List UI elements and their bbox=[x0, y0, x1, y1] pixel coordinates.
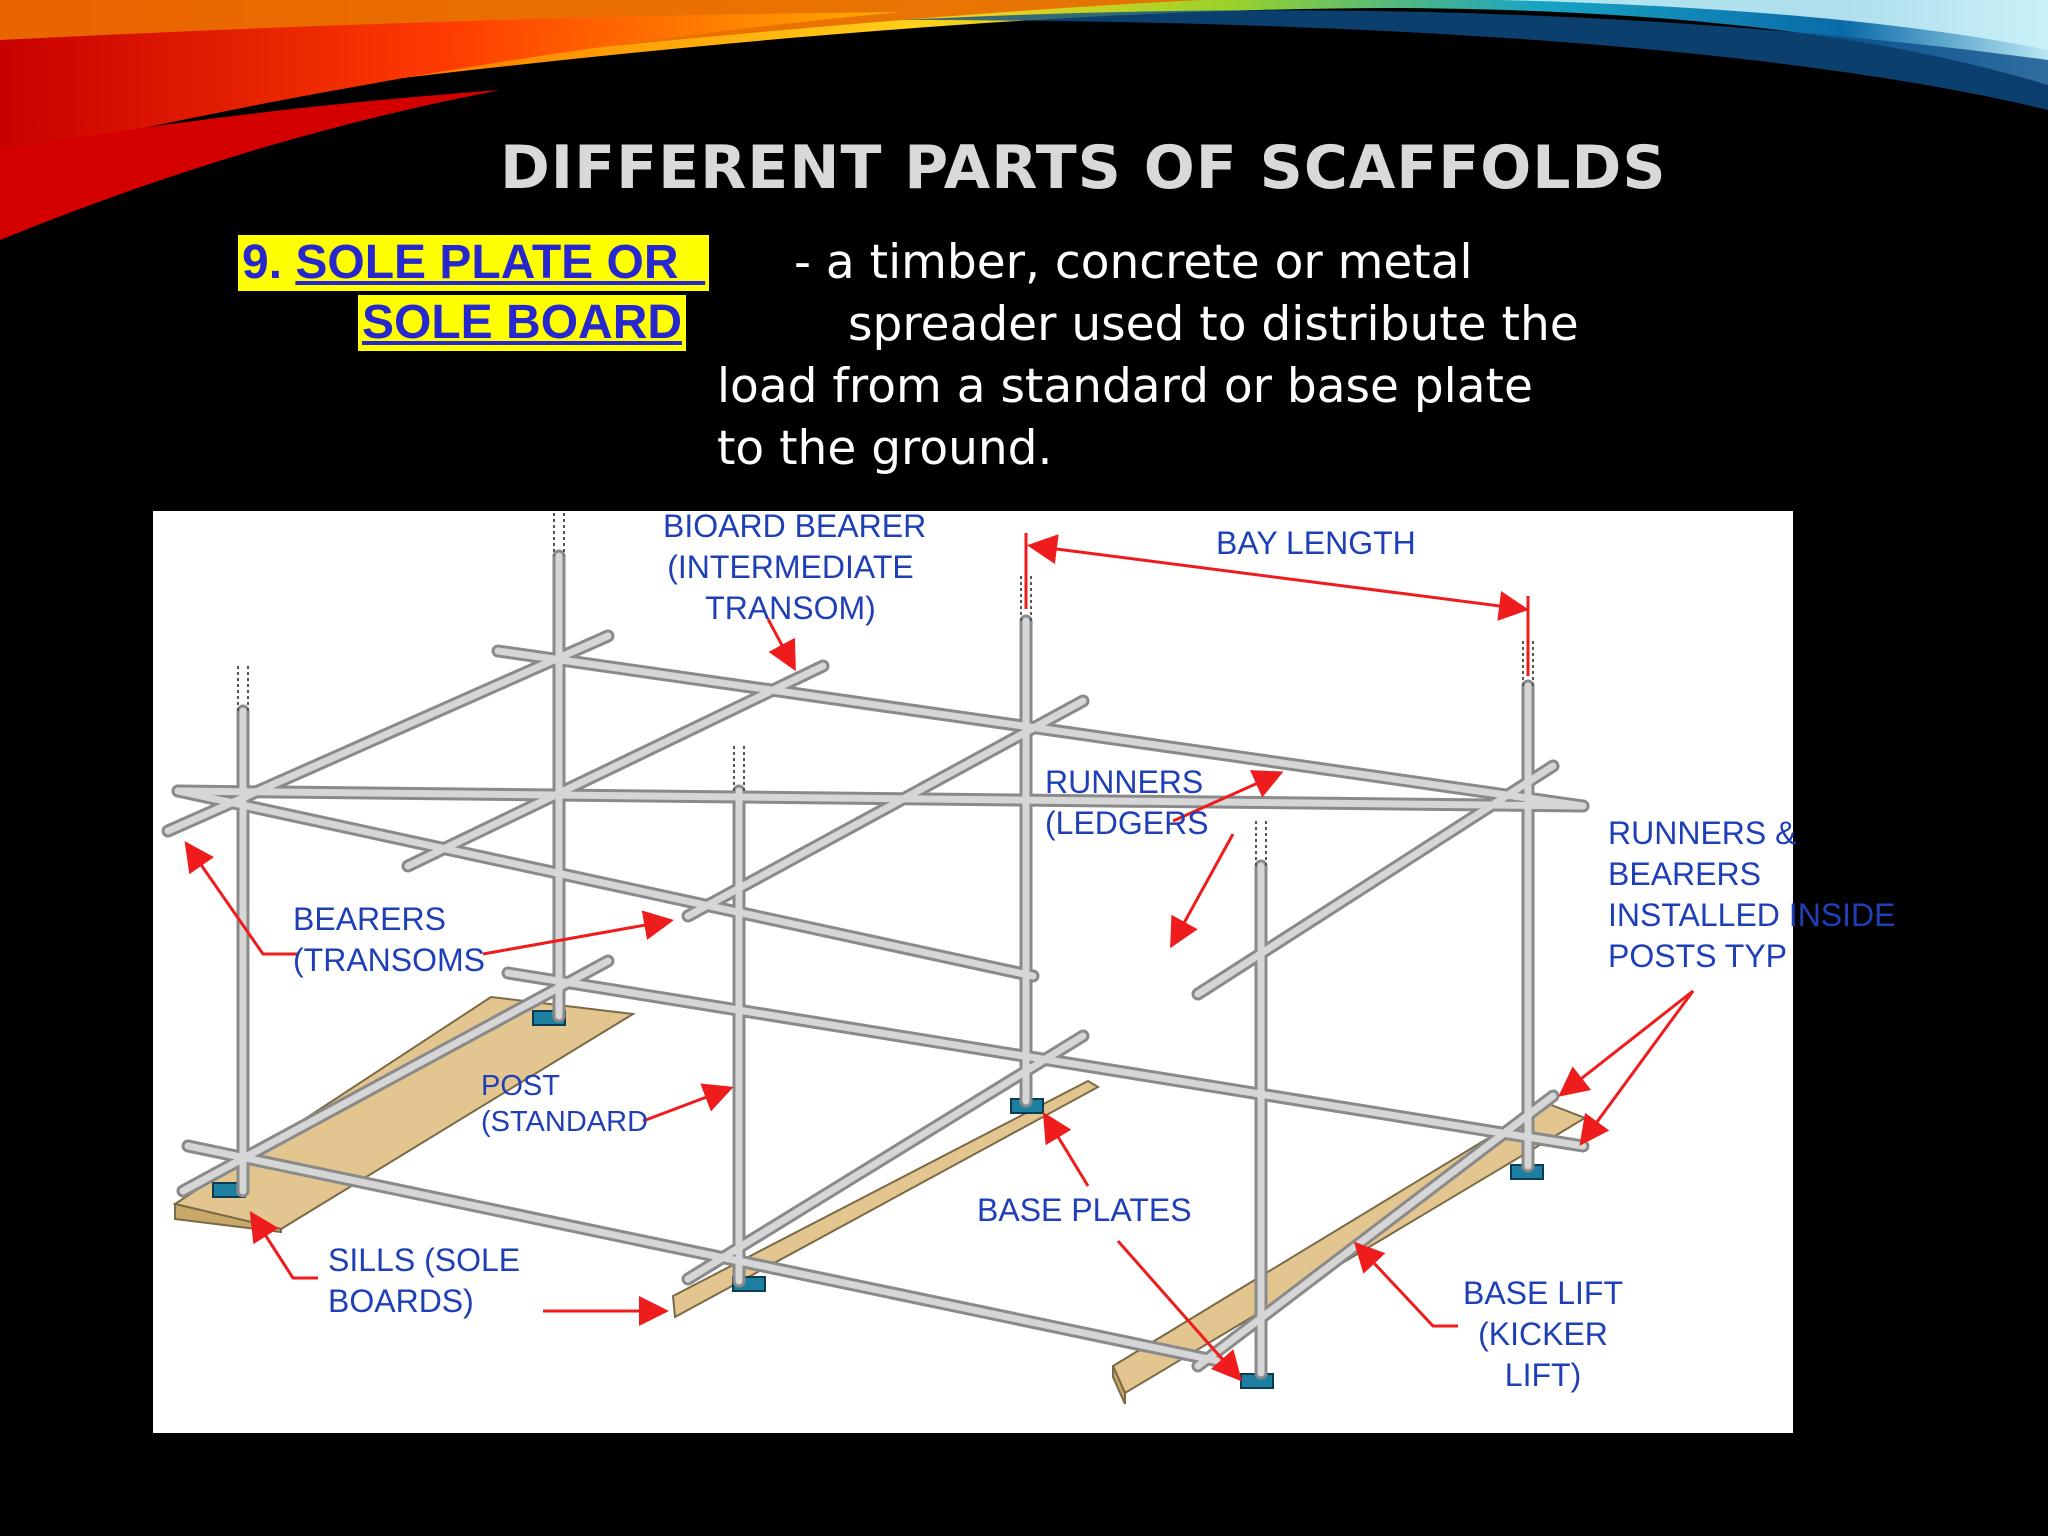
definition-line-1: - a timber, concrete or metal bbox=[794, 235, 1473, 290]
label-bioard-bearer: BIOARD BEARER (INTERMEDIATE TRANSOM) bbox=[663, 508, 927, 626]
term-name-line-2: SOLE BOARD bbox=[362, 296, 683, 349]
definition-line-2: spreader used to distribute the bbox=[848, 297, 1579, 352]
sole-boards bbox=[172, 995, 1588, 1405]
scaffold-tube-highlights bbox=[164, 552, 1587, 1377]
label-bearers: BEARERS (TRANSOMS bbox=[293, 901, 485, 978]
definition-line-4: to the ground. bbox=[717, 421, 1053, 476]
label-runners-bearers: RUNNERS & BEARERS INSTALLED INSIDE POSTS… bbox=[1608, 815, 1896, 974]
scaffold-drawing bbox=[161, 513, 1695, 1405]
label-base-lift: BASE LIFT (KICKER LIFT) bbox=[1462, 1275, 1624, 1393]
slide-title: DIFFERENT PARTS OF SCAFFOLDS bbox=[500, 133, 1667, 203]
term-name-line-1: SOLE PLATE OR bbox=[295, 236, 679, 289]
term-line-1: 9. SOLE PLATE OR bbox=[238, 235, 710, 291]
label-post: POST (STANDARD bbox=[481, 1070, 649, 1138]
term-number: 9. bbox=[242, 236, 296, 289]
label-runners: RUNNERS (LEDGERS bbox=[1045, 764, 1209, 841]
definition-line-3: load from a standard or base plate bbox=[717, 359, 1533, 414]
scaffold-diagram: BIOARD BEARER (INTERMEDIATE TRANSOM) BAY… bbox=[153, 508, 1895, 1433]
term-line-2: SOLE BOARD bbox=[358, 295, 687, 351]
header-swoosh-graphic bbox=[0, 0, 2048, 240]
label-sills: SILLS (SOLE BOARDS) bbox=[328, 1242, 521, 1319]
label-base-plates: BASE PLATES bbox=[977, 1192, 1192, 1228]
label-bay-length: BAY LENGTH bbox=[1216, 525, 1416, 561]
callout-arrows bbox=[184, 533, 1695, 1382]
